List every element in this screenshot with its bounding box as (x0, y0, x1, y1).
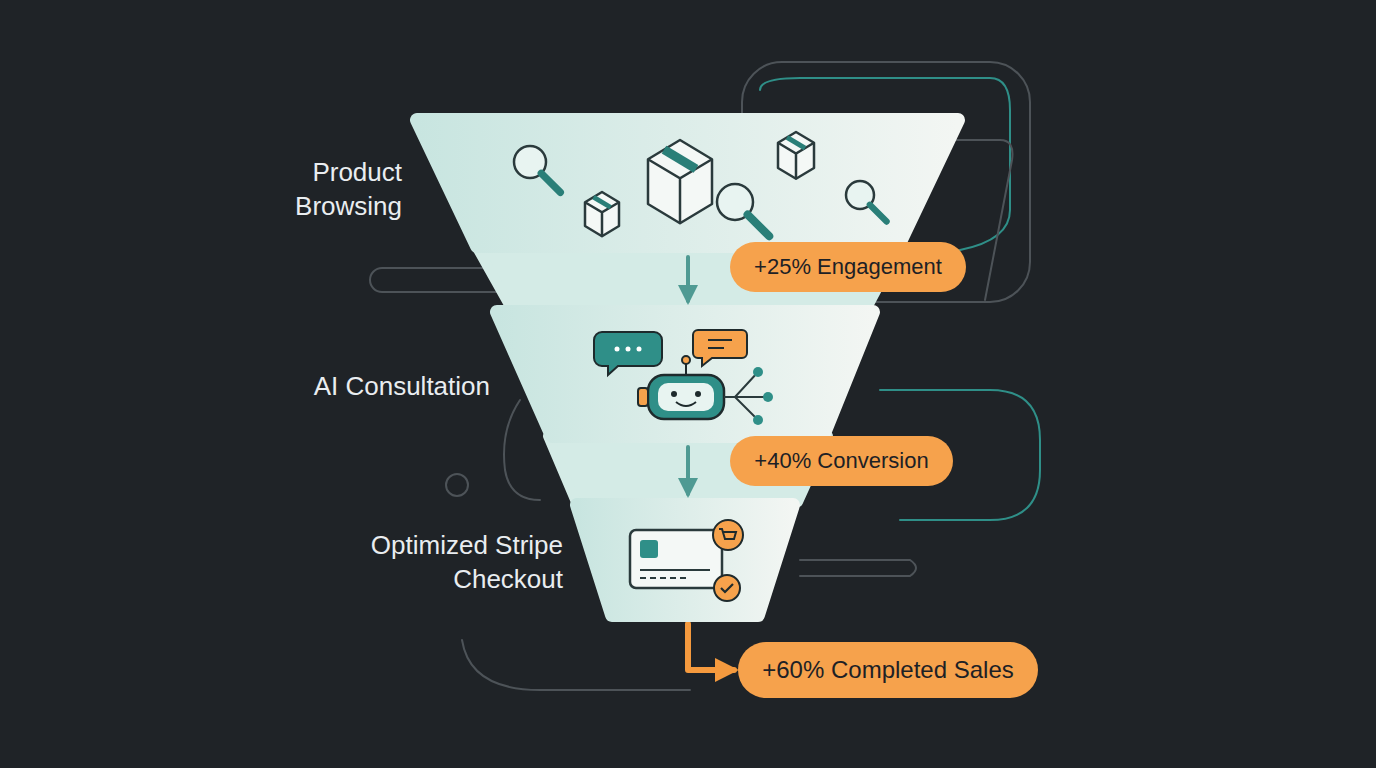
stage-icons (514, 132, 887, 236)
metric-label: +25% Engagement (754, 254, 942, 280)
stage-icons (594, 330, 773, 425)
metric-label: +60% Completed Sales (762, 656, 1013, 684)
flow-arrow (686, 447, 690, 494)
metric-pill: +60% Completed Sales (738, 642, 1038, 698)
metric-label: +40% Conversion (754, 448, 928, 474)
metric-pill: +25% Engagement (730, 242, 966, 292)
result-arrow (688, 624, 734, 670)
stage-label: Optimized Stripe Checkout (328, 529, 563, 597)
metric-pill: +40% Conversion (730, 436, 953, 486)
stage-label: Product Browsing (252, 156, 402, 224)
funnel-stage: AI Consultation (290, 305, 890, 443)
flow-arrow (686, 257, 690, 301)
stage-icons (630, 520, 743, 601)
funnel-stage: Product Browsing (240, 113, 970, 253)
funnel-stage: Optimized Stripe Checkout (320, 498, 810, 622)
stage-label: AI Consultation (305, 370, 490, 404)
